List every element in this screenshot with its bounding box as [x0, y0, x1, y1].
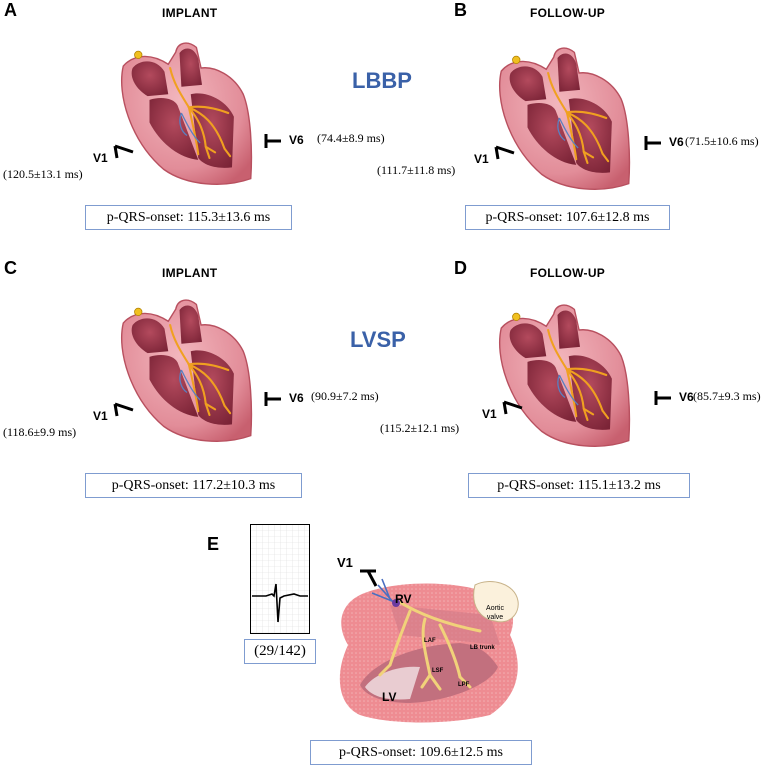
ecg-strip-illustration: [250, 524, 310, 634]
panel-a-pqrs-box: p-QRS-onset: 115.3±13.6 ms: [85, 205, 292, 230]
panel-b-pqrs-box: p-QRS-onset: 107.6±12.8 ms: [465, 205, 670, 230]
aortic-valve-label: Aortic valve: [486, 605, 504, 621]
panel-c-v6-lead: V6: [289, 391, 304, 405]
panel-d-v1-lead: V1: [482, 407, 497, 421]
panel-b-v1-lead: V1: [474, 152, 489, 166]
panel-c-v6-value: (90.9±7.2 ms): [311, 389, 379, 403]
mode-label-lbbp: LBBP: [352, 68, 412, 93]
panel-b-v6-value: (71.5±10.6 ms): [685, 134, 759, 148]
lpf-label: LPF: [458, 682, 470, 688]
panel-d-v6-electrode-icon: [654, 391, 671, 405]
panel-c-v6-electrode-icon: [264, 392, 281, 406]
panel-c-v1-lead: V1: [93, 409, 108, 423]
lsf-label: LSF: [432, 668, 444, 674]
mode-label-lvsp: LVSP: [350, 327, 406, 352]
panel-d-v1-electrode-icon: [502, 400, 523, 415]
panel-letter-c: C: [4, 258, 17, 278]
panel-a-title: IMPLANT: [162, 6, 218, 20]
panel-e-v1-lead: V1: [337, 555, 353, 570]
panel-c-heart-illustration: [120, 299, 253, 443]
panel-b-v1-electrode-icon: [494, 145, 515, 160]
panel-a-v1-electrode-icon: [113, 144, 134, 159]
panel-b-heart-illustration: [498, 46, 631, 191]
panel-d-v6-lead: V6: [679, 390, 694, 404]
panel-e-v1-electrode-icon: [360, 569, 378, 587]
panel-letter-e: E: [207, 534, 220, 554]
panel-a-v6-electrode-icon: [264, 134, 281, 148]
panel-a-v6-lead: V6: [289, 133, 304, 147]
panel-letter-d: D: [454, 258, 467, 278]
panel-d-pqrs-box: p-QRS-onset: 115.1±13.2 ms: [468, 473, 690, 498]
panel-b-v6-lead: V6: [669, 135, 684, 149]
ecg-ratio-box: (29/142): [244, 639, 316, 664]
panel-b-v1-value: (111.7±11.8 ms): [377, 163, 456, 177]
lb-trunk-label: LB trunk: [470, 645, 495, 651]
panel-b-title: FOLLOW-UP: [530, 6, 606, 20]
lv-label: LV: [382, 690, 397, 704]
septum-conduction-diagram: [339, 578, 519, 723]
panel-c-v1-value: (118.6±9.9 ms): [3, 425, 77, 439]
panel-letter-b: B: [454, 0, 467, 20]
panel-a-v1-lead: V1: [93, 151, 108, 165]
laf-label: LAF: [424, 638, 436, 644]
panel-d-v1-value: (115.2±12.1 ms): [380, 421, 460, 435]
panel-a-v6-value: (74.4±8.9 ms): [317, 131, 385, 145]
panel-d-v6-value: (85.7±9.3 ms): [693, 389, 761, 403]
panel-a-heart-illustration: [120, 42, 253, 186]
panel-c-v1-electrode-icon: [113, 402, 134, 417]
panel-d-heart-illustration: [498, 303, 631, 448]
rv-label: RV: [395, 592, 412, 606]
panel-letter-a: A: [4, 0, 17, 20]
panel-e-pqrs-box: p-QRS-onset: 109.6±12.5 ms: [310, 740, 532, 765]
panel-c-pqrs-box: p-QRS-onset: 117.2±10.3 ms: [85, 473, 302, 498]
panel-a-v1-value: (120.5±13.1 ms): [3, 167, 83, 181]
panel-c-title: IMPLANT: [162, 266, 218, 280]
panel-b-v6-electrode-icon: [644, 136, 661, 150]
panel-d-title: FOLLOW-UP: [530, 266, 606, 280]
